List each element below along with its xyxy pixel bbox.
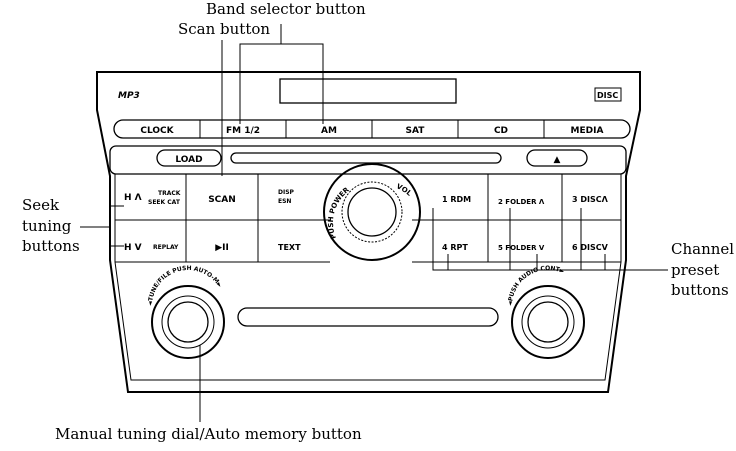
preset-5-button[interactable]: 5 FOLDER V: [498, 244, 545, 252]
cd-button[interactable]: CD: [494, 126, 508, 136]
disp-label[interactable]: DISP: [278, 189, 295, 196]
eject-button-outline[interactable]: [526, 149, 588, 167]
channel-leader-main: [432, 208, 668, 271]
lower-slot: [237, 307, 499, 327]
tuning-dial-ring[interactable]: [161, 295, 215, 349]
channel-callout-line2: preset: [671, 261, 719, 279]
seek-down-button[interactable]: H V: [124, 243, 142, 253]
display-window: [279, 78, 457, 104]
seek-leader-bracket: [109, 205, 124, 247]
replay-label: REPLAY: [153, 244, 179, 251]
track-label: TRACK: [158, 190, 181, 197]
tuning-dial-outer[interactable]: [151, 285, 225, 359]
band-selector-leader: [239, 43, 324, 124]
am-button[interactable]: AM: [321, 126, 337, 136]
channel-callout-line1: Channel: [671, 240, 734, 258]
audio-cont-label: ◄PUSH AUDIO CONT►: [507, 265, 566, 306]
panel-lower-bezel: [114, 173, 622, 381]
audio-dial-outer[interactable]: [511, 285, 585, 359]
seek-cat-label: SEEK CAT: [148, 199, 181, 206]
seek-up-button[interactable]: H Λ: [124, 193, 142, 203]
play-pause-button[interactable]: ▶II: [215, 243, 229, 253]
preset-6-button[interactable]: 6 DISCV: [572, 243, 609, 252]
preset-2-button[interactable]: 2 FOLDER Λ: [498, 198, 545, 206]
eject-icon[interactable]: ▲: [554, 155, 561, 165]
load-button-outline[interactable]: [156, 149, 222, 167]
sat-button[interactable]: SAT: [406, 126, 426, 136]
media-button[interactable]: MEDIA: [571, 126, 604, 136]
load-row-frame: [109, 145, 627, 175]
preset-3-button[interactable]: 3 DISCΛ: [572, 195, 609, 204]
power-volume-knob-knurl[interactable]: [341, 181, 403, 243]
panel-outline: [96, 71, 641, 393]
text-button[interactable]: TEXT: [278, 243, 301, 252]
lower-grid-lines: [115, 174, 621, 263]
manual-tuning-callout: Manual tuning dial/Auto memory button: [55, 425, 362, 443]
clock-button[interactable]: CLOCK: [140, 126, 174, 136]
seek-callout-line2: tuning: [22, 217, 72, 235]
preset-4-button[interactable]: 4 RPT: [442, 243, 468, 252]
mp3-logo: MP3: [118, 91, 140, 101]
cd-slot: [230, 152, 502, 164]
tuning-dial[interactable]: [167, 301, 209, 343]
power-volume-knob-outer[interactable]: [323, 163, 421, 261]
disc-logo-frame: [594, 87, 622, 102]
scan-callout: Scan button: [178, 20, 270, 38]
audio-dial[interactable]: [527, 301, 569, 343]
audio-dial-ring[interactable]: [521, 295, 575, 349]
disc-logo: DISC: [597, 91, 618, 100]
fm-button[interactable]: FM 1/2: [226, 126, 260, 136]
preset-1-button[interactable]: 1 RDM: [442, 195, 471, 204]
seek-callout-line3: buttons: [22, 237, 80, 255]
leader-lines: [80, 24, 668, 422]
load-button[interactable]: LOAD: [175, 155, 202, 165]
power-volume-knob[interactable]: [347, 187, 397, 237]
band-selector-callout: Band selector button: [206, 0, 366, 18]
esn-label[interactable]: ESN: [278, 198, 291, 205]
scan-button[interactable]: SCAN: [208, 195, 236, 205]
channel-callout-line3: buttons: [671, 281, 729, 299]
top-row-dividers: [199, 120, 545, 138]
seek-callout-line1: Seek: [22, 196, 60, 214]
